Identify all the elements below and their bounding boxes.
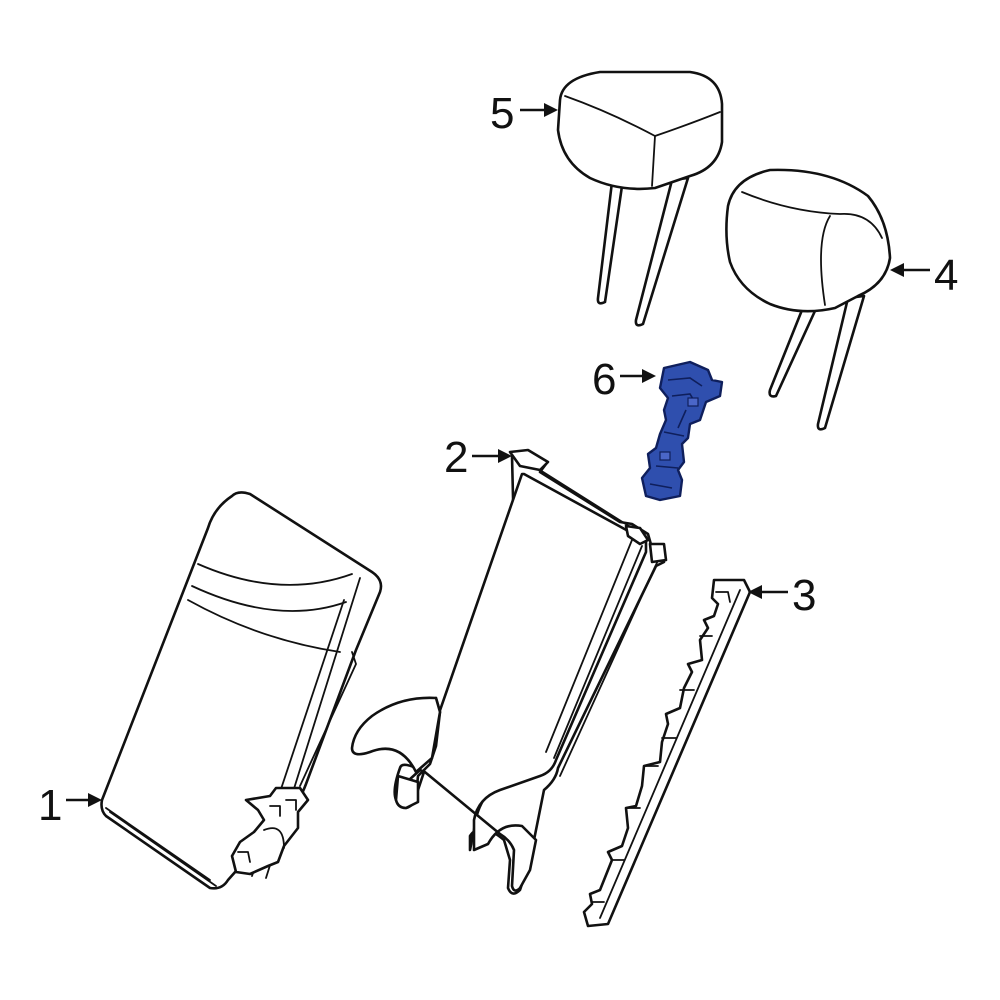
callout-6: 6 (592, 355, 656, 404)
callout-label-5: 5 (490, 89, 514, 138)
callout-label-2: 2 (444, 433, 468, 482)
seat-back-frame[interactable] (350, 448, 668, 895)
side-trim-strip[interactable] (582, 578, 752, 928)
callout-label-6: 6 (592, 355, 616, 404)
callout-2: 2 (444, 433, 512, 482)
seat-back-cushion[interactable] (100, 491, 383, 890)
callout-label-4: 4 (934, 251, 958, 300)
callout-1: 1 (38, 781, 102, 830)
callout-label-3: 3 (792, 571, 816, 620)
callout-5: 5 (490, 89, 558, 138)
headrest-left[interactable] (556, 70, 724, 327)
headrest-right[interactable] (725, 168, 892, 431)
callout-label-1: 1 (38, 781, 62, 830)
callout-3: 3 (748, 571, 816, 620)
headrest-guide[interactable] (640, 360, 724, 502)
callout-4: 4 (890, 251, 958, 300)
